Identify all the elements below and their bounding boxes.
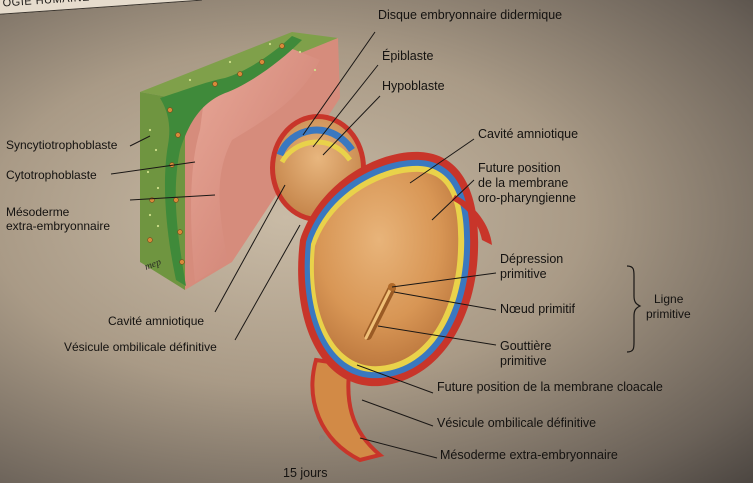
- label-future-oro-1: Future position: [478, 161, 561, 175]
- cell: [259, 59, 265, 65]
- dot: [313, 68, 317, 72]
- label-ligne-1: Ligne: [654, 292, 684, 306]
- cell: [147, 237, 153, 243]
- block-cytotrophoblast-band: [160, 36, 302, 286]
- trophoblast-block: [140, 32, 340, 290]
- primitive-streak-highlight: [364, 288, 392, 340]
- dot: [228, 60, 232, 64]
- leader-future-oro: [431, 179, 475, 221]
- leader-hypoblaste: [322, 95, 381, 156]
- label-cavite-amniotique-left: Cavité amniotique: [108, 314, 205, 328]
- label-syncytiotrophoblaste: Syncytiotrophoblaste: [6, 138, 118, 152]
- dot: [268, 42, 272, 46]
- label-hypoblaste: Hypoblaste: [382, 79, 445, 93]
- leader-cavite-left: [214, 184, 286, 313]
- leader-lines: [110, 31, 497, 459]
- label-mesoderme-left-1: Mésoderme: [6, 205, 70, 219]
- dot: [156, 224, 160, 228]
- dot: [298, 50, 302, 54]
- dot: [146, 170, 150, 174]
- small-sphere-epiblast: [276, 126, 355, 157]
- leader-vesicule-right: [361, 399, 434, 427]
- label-future-oro-2: de la membrane: [478, 176, 569, 190]
- dot: [188, 78, 192, 82]
- label-gouttiere-1: Gouttière: [500, 339, 552, 353]
- label-epiblaste: Épiblaste: [382, 49, 434, 63]
- disc-tail: [310, 357, 385, 463]
- leader-mesoderme-bottom: [359, 437, 438, 459]
- leader-epiblaste: [312, 64, 379, 148]
- label-depression-2: primitive: [500, 267, 547, 281]
- leader-vesicule-left: [234, 224, 301, 341]
- stain-spot: [319, 435, 325, 441]
- leader-syncytio: [129, 135, 151, 147]
- cell: [173, 197, 179, 203]
- label-mesoderme-left-2: extra-embryonnaire: [6, 219, 111, 233]
- dot: [154, 148, 158, 152]
- leader-depression: [391, 272, 497, 288]
- label-mesoderme-bottom: Mésoderme extra-embryonnaire: [440, 448, 618, 462]
- ligne-primitive-brace: [626, 265, 642, 353]
- label-15-jours: 15 jours: [283, 466, 328, 480]
- label-cavite-amniotique-right: Cavité amniotique: [478, 127, 579, 141]
- cell: [177, 229, 183, 235]
- label-vesicule-ombilicale-right: Vésicule ombilicale définitive: [437, 416, 597, 430]
- cell: [179, 259, 185, 265]
- leader-cytotropho: [110, 161, 196, 175]
- leader-mesoderme-left: [129, 194, 216, 201]
- disc-surface: [313, 171, 459, 367]
- cell: [237, 71, 243, 77]
- disc-right-lip: [452, 195, 492, 245]
- signature-mark: mep: [143, 257, 162, 273]
- label-noeud-primitif: Nœud primitif: [500, 302, 576, 316]
- label-gouttiere-2: primitive: [500, 354, 547, 368]
- label-cytotrophoblaste: Cytotrophoblaste: [6, 168, 97, 182]
- syncytio-dots: [146, 42, 317, 228]
- block-mesoderm-band: [191, 48, 320, 282]
- block-cells: [147, 43, 285, 265]
- dot: [148, 128, 152, 132]
- leader-noeud: [393, 291, 497, 311]
- label-future-oro-3: oro-pharyngienne: [478, 191, 576, 205]
- embryonic-disc-large: [298, 151, 492, 463]
- label-disque-embryonnaire: Disque embryonnaire didermique: [378, 8, 563, 22]
- dot: [156, 186, 160, 190]
- label-ligne-2: primitive: [646, 307, 691, 321]
- label-future-cloacale: Future position de la membrane cloacale: [437, 380, 663, 394]
- label-depression-1: Dépression: [500, 252, 564, 266]
- leader-cavite-right: [409, 138, 475, 184]
- dot: [148, 213, 152, 217]
- label-vesicule-ombilicale-left: Vésicule ombilicale définitive: [64, 340, 217, 354]
- leader-gouttiere: [377, 325, 497, 346]
- cell: [167, 107, 173, 113]
- small-sphere-hypoblast: [279, 139, 353, 164]
- leader-disque: [302, 31, 376, 136]
- cell: [212, 81, 218, 87]
- cell: [175, 132, 181, 138]
- leader-future-cloacale: [356, 364, 434, 394]
- cell: [279, 43, 285, 49]
